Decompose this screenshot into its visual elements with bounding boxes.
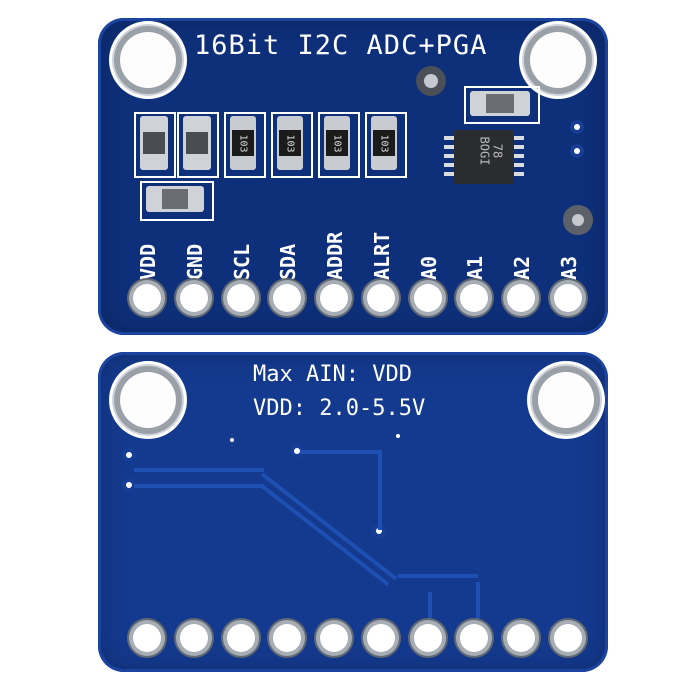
resistor: 103	[230, 116, 256, 170]
pin-label-scl: SCL	[230, 243, 254, 280]
board-title: 16Bit I2C ADC+PGA	[194, 30, 488, 61]
back-pad	[460, 624, 488, 652]
via	[230, 438, 234, 442]
capacitor	[146, 186, 204, 212]
silk-box	[365, 112, 407, 178]
pin-label-a2: A2	[510, 255, 534, 280]
back-pad	[227, 624, 255, 652]
test-point	[424, 74, 438, 88]
via	[574, 148, 580, 154]
pin-pad-addr	[320, 284, 348, 312]
pin-pad-a0	[414, 284, 442, 312]
mounting-hole-right	[538, 372, 594, 428]
back-pad	[554, 624, 582, 652]
pcb-back: Max AIN: VDD VDD: 2.0-5.5V	[98, 352, 608, 672]
spec-max-ain: Max AIN: VDD	[253, 362, 412, 387]
pin-label-gnd: GND	[183, 243, 207, 280]
pin-pad-a2	[507, 284, 535, 312]
mounting-hole-right	[530, 32, 586, 88]
pin-label-addr: ADDR	[323, 231, 347, 280]
pin-pad-a3	[554, 284, 582, 312]
pin-pad-sda	[273, 284, 301, 312]
pin-label-a3: A3	[557, 255, 581, 280]
silk-box	[140, 181, 214, 221]
pin-label-alrt: ALRT	[370, 231, 394, 280]
via	[376, 528, 382, 534]
pin-label-a0: A0	[417, 255, 441, 280]
silk-box	[464, 86, 540, 124]
back-pad	[367, 624, 395, 652]
via	[396, 434, 400, 438]
pin-label-vdd: VDD	[136, 243, 160, 280]
back-pad	[180, 624, 208, 652]
via	[574, 124, 580, 130]
capacitor	[183, 116, 211, 170]
via	[294, 448, 300, 454]
pin-pad-scl	[227, 284, 255, 312]
pin-label-sda: SDA	[276, 243, 300, 280]
silk-box	[318, 112, 360, 178]
test-point	[572, 214, 584, 226]
back-pad	[414, 624, 442, 652]
pin-pad-vdd	[133, 284, 161, 312]
pin-label-a1: A1	[463, 255, 487, 280]
back-pad	[133, 624, 161, 652]
capacitor	[470, 91, 530, 116]
mounting-hole-left	[120, 32, 176, 88]
pin-pad-gnd	[180, 284, 208, 312]
spec-vdd-range: VDD: 2.0-5.5V	[253, 396, 426, 421]
back-pad	[507, 624, 535, 652]
back-pad	[273, 624, 301, 652]
silk-box	[177, 112, 219, 178]
resistor: 103	[324, 116, 350, 170]
adc-ic-chip: 78 BOGI	[454, 130, 514, 184]
silk-box	[271, 112, 313, 178]
silk-box	[224, 112, 266, 178]
silk-box	[134, 112, 176, 178]
resistor: 103	[371, 116, 397, 170]
pcb-front: 16Bit I2C ADC+PGA 103 103 103 103 78 BOG…	[98, 18, 608, 335]
capacitor	[140, 116, 168, 170]
pin-pad-a1	[460, 284, 488, 312]
back-pad	[320, 624, 348, 652]
pin-pad-alrt	[367, 284, 395, 312]
via	[126, 482, 132, 488]
via	[126, 452, 132, 458]
mounting-hole-left	[120, 372, 176, 428]
resistor: 103	[277, 116, 303, 170]
